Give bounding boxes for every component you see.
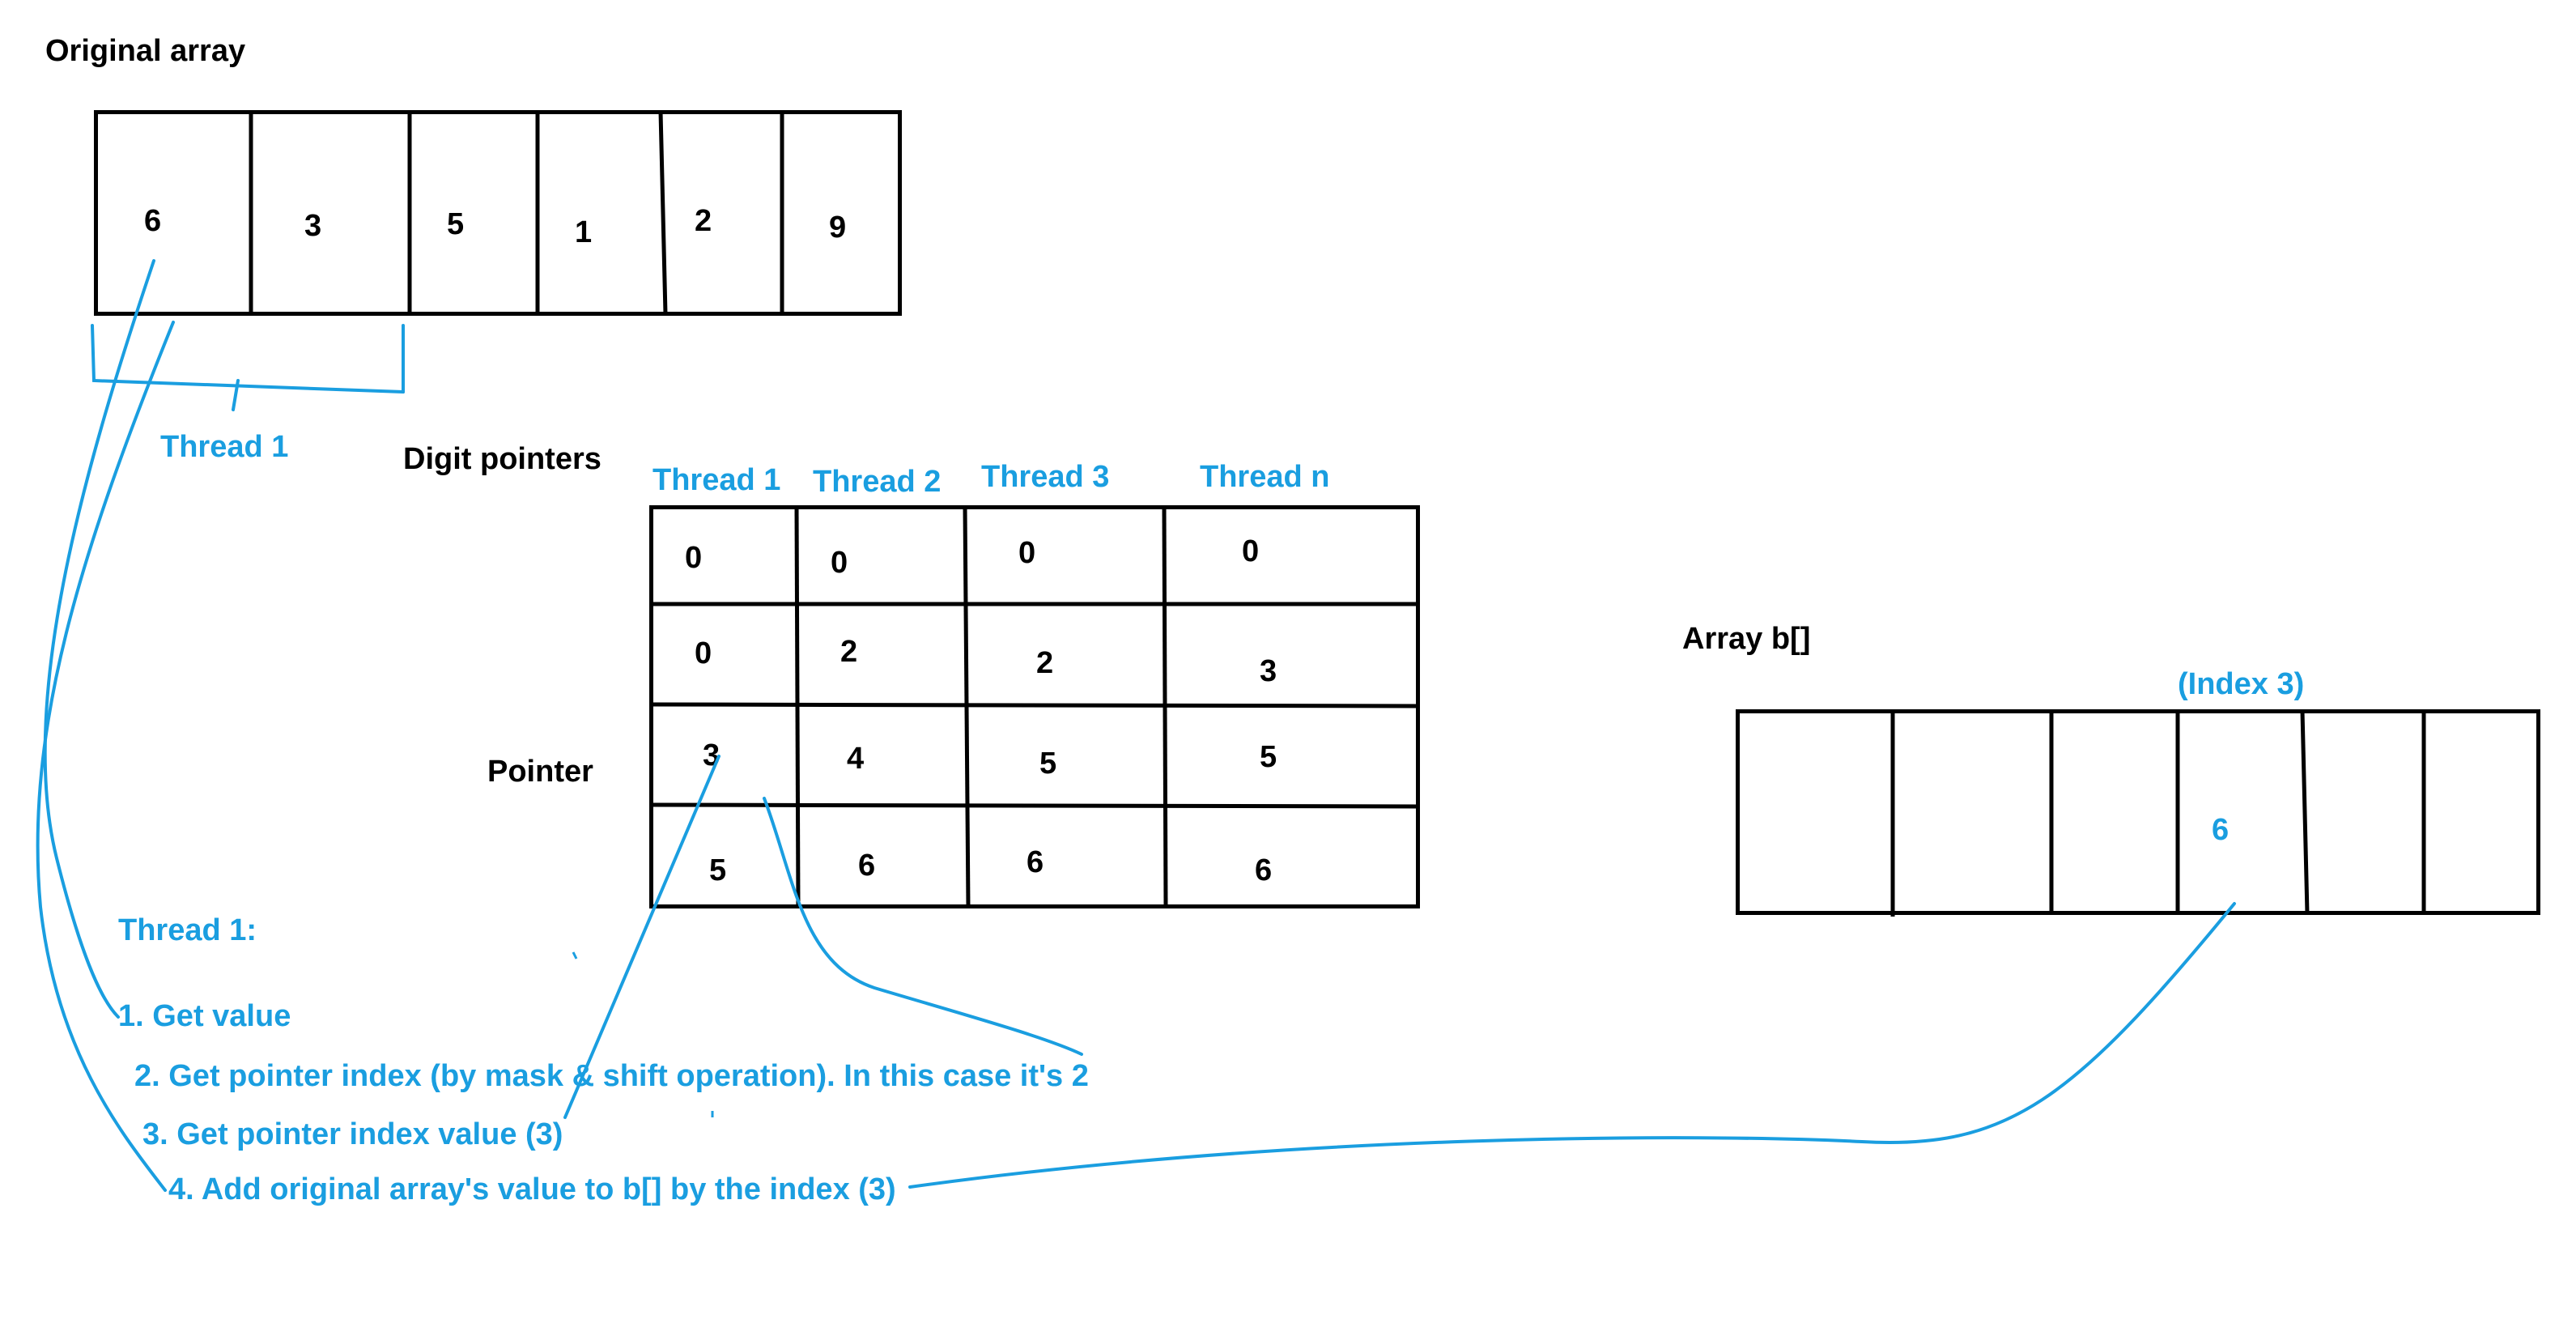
original-array-cell: 1 bbox=[575, 215, 593, 249]
pointer-table-cell: 0 bbox=[1018, 536, 1036, 570]
array-b-dividers bbox=[1890, 710, 2426, 917]
array-b-title: Array b[] bbox=[1682, 622, 1811, 656]
thread1-bracket bbox=[91, 324, 405, 394]
pointer-table-dividers bbox=[650, 506, 1419, 908]
thread1-bracket-label: Thread 1 bbox=[160, 430, 289, 464]
pointer-table-cell: 0 bbox=[1242, 534, 1260, 568]
pointer-table-header: Thread n bbox=[1200, 460, 1330, 494]
arrow-pointer-value bbox=[563, 755, 721, 1119]
arrow-add-value bbox=[36, 321, 175, 1192]
stray-marks bbox=[572, 951, 714, 1117]
pointer-table-cell: 5 bbox=[1039, 747, 1057, 781]
arrow-to-array-b bbox=[908, 902, 2236, 1189]
pointer-table-cell: 2 bbox=[840, 635, 858, 669]
index3-label: (Index 3) bbox=[2178, 667, 2305, 701]
original-array-cell: 2 bbox=[695, 204, 712, 238]
step-item: 4. Add original array's value to b[] by … bbox=[168, 1172, 896, 1206]
original-array-dividers bbox=[249, 111, 784, 315]
arrow-pointer-index bbox=[763, 797, 1083, 1056]
pointer-table-cell: 3 bbox=[1260, 654, 1277, 688]
pointer-table-cell: 2 bbox=[1036, 646, 1054, 680]
original-array-grid bbox=[94, 110, 902, 316]
array-b-grid bbox=[1736, 709, 2540, 915]
blue-annotations bbox=[36, 259, 2236, 1192]
thread1-bracket-tick bbox=[232, 379, 240, 411]
original-array-cell: 5 bbox=[447, 207, 465, 241]
pointer-table-header: Thread 1 bbox=[653, 463, 781, 497]
pointer-table-cell: 0 bbox=[685, 541, 703, 575]
step-item: 1. Get value bbox=[118, 999, 291, 1033]
pointer-table-cell: 6 bbox=[1255, 853, 1273, 887]
step-item: 3. Get pointer index value (3) bbox=[142, 1117, 563, 1151]
pointer-table-cell: 0 bbox=[831, 546, 848, 580]
original-array-cell: 3 bbox=[304, 209, 322, 243]
pointer-table-cell: 6 bbox=[1027, 845, 1044, 879]
pointer-table-header: Thread 3 bbox=[981, 460, 1110, 494]
array-b-cell: 6 bbox=[2212, 813, 2230, 847]
pointer-table-cell: 5 bbox=[1260, 740, 1277, 774]
steps-title: Thread 1: bbox=[118, 913, 257, 947]
original-array-cell: 6 bbox=[144, 204, 162, 238]
digit-pointers-title: Digit pointers bbox=[403, 442, 601, 476]
pointer-table-cell: 6 bbox=[858, 849, 876, 883]
pointer-row-label: Pointer bbox=[487, 755, 593, 789]
pointer-table-cell: 4 bbox=[847, 742, 865, 776]
original-array-title: Original array bbox=[45, 34, 246, 68]
arrow-get-value bbox=[43, 259, 155, 1019]
pointer-table-header: Thread 2 bbox=[813, 465, 942, 499]
pointer-table-cell: 0 bbox=[695, 636, 712, 670]
original-array-cell: 9 bbox=[829, 211, 847, 245]
pointer-table-cell: 5 bbox=[709, 853, 727, 887]
step-item: 2. Get pointer index (by mask & shift op… bbox=[134, 1059, 1089, 1093]
